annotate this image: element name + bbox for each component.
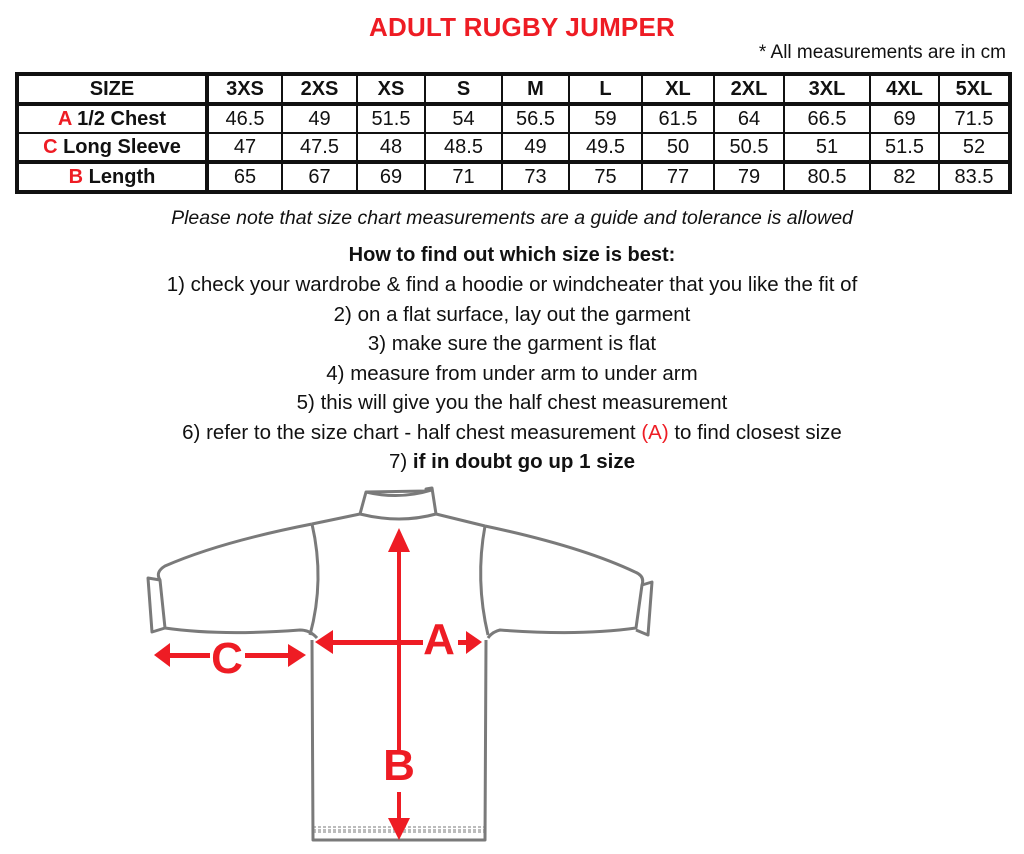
row-label: Long Sleeve [63, 136, 181, 158]
row-key: C [43, 136, 58, 158]
howto-step-7: 7) if in doubt go up 1 size [0, 447, 1024, 477]
table-row-sleeve: C Long Sleeve 47 47.5 48 48.5 49 49.5 50… [16, 132, 1011, 163]
label-a: A [423, 615, 455, 664]
table-cell: 48 [356, 132, 426, 163]
column-header: 3XS [206, 73, 283, 106]
table-cell: 67 [281, 160, 358, 193]
column-header: 2XL [713, 73, 785, 106]
units-note: * All measurements are in cm [758, 42, 1006, 63]
table-cell: 54 [424, 103, 503, 134]
column-header: M [501, 73, 570, 106]
table-cell: 50.5 [713, 132, 785, 163]
table-cell: 50 [641, 132, 715, 163]
table-cell: 49 [281, 103, 358, 134]
row-label: Length [88, 166, 156, 188]
howto-step: 1) check your wardrobe & find a hoodie o… [166, 273, 858, 296]
table-cell: 69 [356, 160, 426, 193]
table-cell: 82 [869, 160, 940, 193]
page-title: ADULT RUGBY JUMPER [369, 12, 675, 42]
column-header: L [568, 73, 643, 106]
row-label: 1/2 Chest [77, 108, 167, 130]
table-cell: 80.5 [783, 160, 871, 193]
table-cell: 65 [206, 160, 283, 193]
length-arrow-icon [388, 528, 410, 840]
row-label-length: B Length [16, 160, 209, 193]
table-cell: 49 [501, 132, 570, 163]
howto-step-6: 6) refer to the size chart - half chest … [0, 418, 1024, 448]
row-label-sleeve: C Long Sleeve [16, 132, 209, 163]
table-cell: 69 [869, 103, 940, 134]
table-row-chest: A 1/2 Chest 46.5 49 51.5 54 56.5 59 61.5… [16, 103, 1011, 134]
howto-section: How to find out which size is best: 1) c… [0, 240, 1024, 477]
column-header: 3XL [783, 73, 871, 106]
label-b: B [383, 741, 415, 790]
table-cell: 59 [568, 103, 643, 134]
step7-prefix: 7) [388, 450, 413, 473]
step7-bold: if in doubt go up 1 size [412, 450, 635, 473]
table-cell: 64 [713, 103, 785, 134]
step6-text-end: to find closest size [668, 420, 842, 444]
table-cell: 52 [938, 132, 1011, 163]
column-header: 5XL [938, 73, 1011, 106]
howto-step: 2) on a flat surface, lay out the garmen… [333, 302, 691, 326]
column-header-size: SIZE [16, 73, 209, 106]
table-cell: 51.5 [869, 132, 940, 163]
table-cell: 79 [713, 160, 785, 193]
column-header: XL [641, 73, 715, 106]
table-cell: 48.5 [424, 132, 503, 163]
row-key: B [68, 166, 84, 188]
chest-arrow-icon [315, 630, 482, 654]
howto-step: 5) this will give you the half chest mea… [296, 391, 728, 414]
table-cell: 61.5 [641, 103, 715, 134]
table-cell: 47.5 [281, 132, 358, 163]
step6-ref: (A) [641, 420, 669, 444]
table-cell: 75 [568, 160, 643, 193]
table-cell: 51.5 [356, 103, 426, 134]
table-cell: 49.5 [568, 132, 643, 163]
label-c: C [211, 634, 243, 683]
sleeve-arrow-icon [154, 643, 306, 667]
column-header: 2XS [281, 73, 358, 106]
table-cell: 46.5 [206, 103, 283, 134]
table-header-row: SIZE 3XS 2XS XS S M L XL 2XL 3XL 4XL 5XL [16, 73, 1011, 106]
row-label-chest: A 1/2 Chest [16, 103, 209, 134]
table-cell: 51 [783, 132, 871, 163]
size-chart-table: SIZE 3XS 2XS XS S M L XL 2XL 3XL 4XL 5XL… [15, 72, 1012, 194]
howto-step: 4) measure from under arm to under arm [326, 361, 698, 385]
table-cell: 77 [641, 160, 715, 193]
howto-title: How to find out which size is best: [348, 244, 676, 266]
row-key: A [57, 108, 72, 130]
howto-step: 3) make sure the garment is flat [367, 332, 657, 355]
column-header: XS [356, 73, 426, 106]
column-header: S [424, 73, 503, 106]
table-row-length: B Length 65 67 69 71 73 75 77 79 80.5 82… [16, 160, 1011, 193]
table-cell: 73 [501, 160, 570, 193]
table-cell: 71.5 [938, 103, 1011, 134]
table-cell: 71 [424, 160, 503, 193]
table-cell: 83.5 [938, 160, 1011, 193]
table-cell: 47 [206, 132, 283, 163]
jumper-diagram: B A C [146, 486, 654, 842]
table-cell: 56.5 [501, 103, 570, 134]
tolerance-note: Please note that size chart measurements… [171, 207, 853, 229]
step6-text: 6) refer to the size chart - half chest … [182, 420, 642, 444]
column-header: 4XL [869, 73, 940, 106]
table-cell: 66.5 [783, 103, 871, 134]
